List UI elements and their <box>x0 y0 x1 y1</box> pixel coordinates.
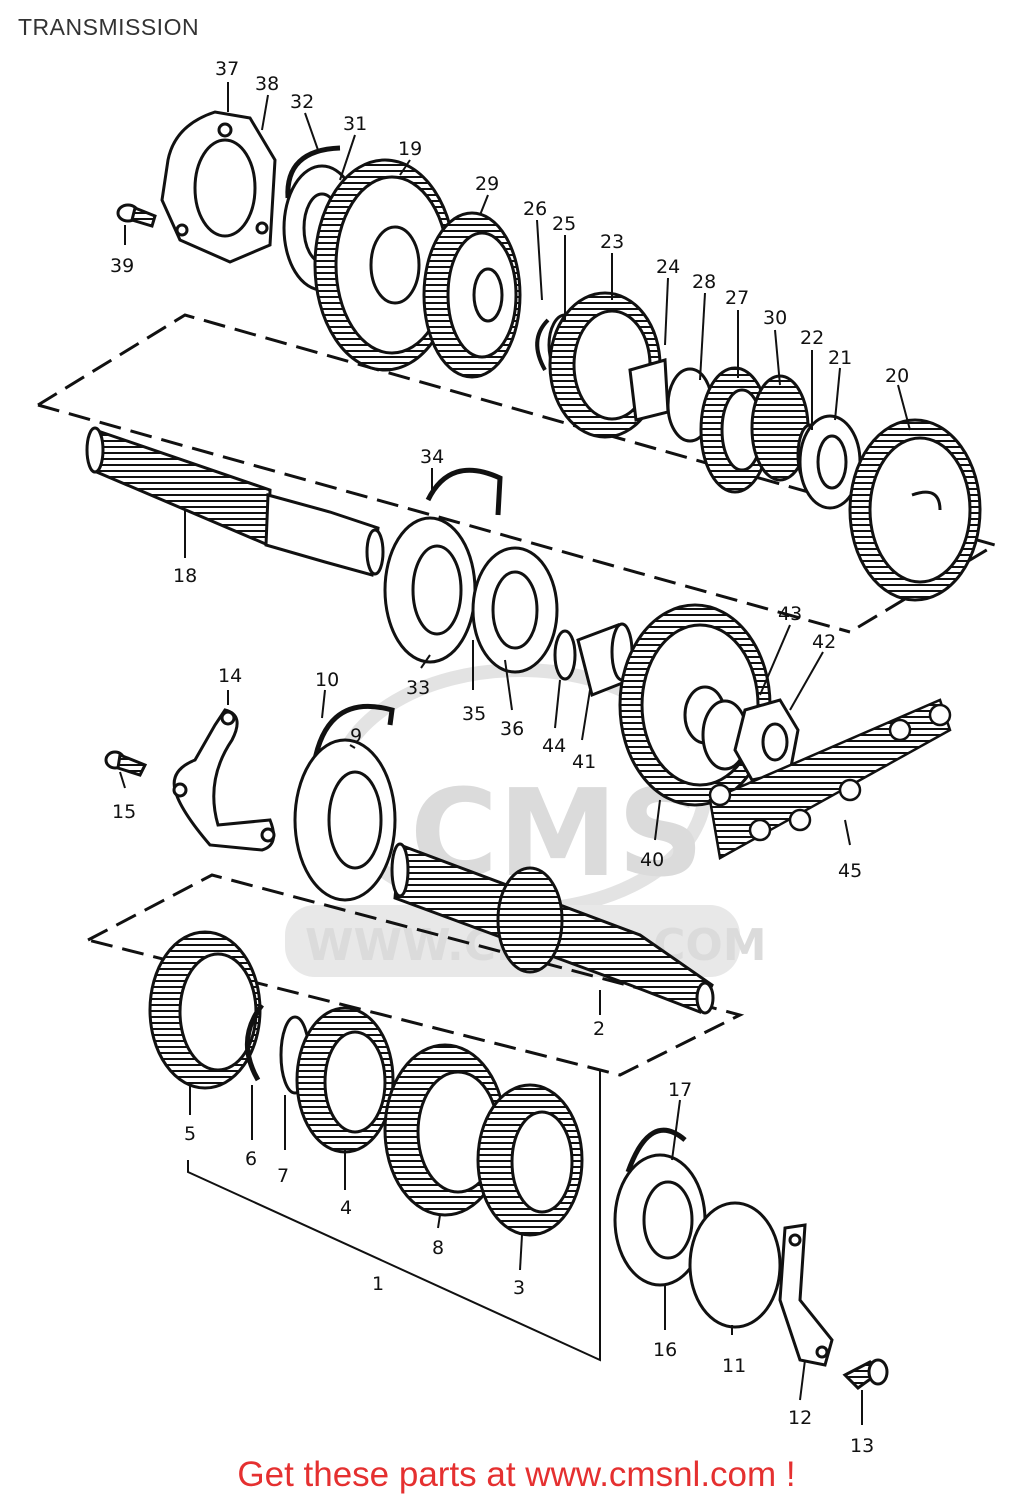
part-label-20: 20 <box>885 365 909 387</box>
part-label-43: 43 <box>778 603 802 625</box>
part-label-3: 3 <box>513 1277 525 1299</box>
part-label-28: 28 <box>692 271 716 293</box>
part-label-4: 4 <box>340 1197 352 1219</box>
part-label-1: 1 <box>372 1273 384 1295</box>
part-label-38: 38 <box>255 73 279 95</box>
part-label-7: 7 <box>277 1165 289 1187</box>
part-label-11: 11 <box>722 1355 746 1377</box>
part-label-13: 13 <box>850 1435 874 1457</box>
circlip-32 <box>285 145 341 199</box>
part-label-25: 25 <box>552 213 576 235</box>
driveshaft-gear <box>496 866 564 974</box>
part-label-33: 33 <box>406 677 430 699</box>
countershaft-18 <box>90 427 272 548</box>
part-label-14: 14 <box>218 665 242 687</box>
part-label-44: 44 <box>542 735 566 757</box>
part-label-15: 15 <box>112 801 136 823</box>
retainer-12 <box>778 1223 834 1367</box>
driveshaft-group <box>104 703 889 1390</box>
retainer-14 <box>172 708 276 852</box>
part-label-27: 27 <box>725 287 749 309</box>
part-label-23: 23 <box>600 231 624 253</box>
part-label-26: 26 <box>523 198 547 220</box>
part-label-34: 34 <box>420 446 444 468</box>
part-label-8: 8 <box>432 1237 444 1259</box>
part-label-45: 45 <box>838 860 862 882</box>
part-label-19: 19 <box>398 138 422 160</box>
part-label-16: 16 <box>653 1339 677 1361</box>
part-label-37: 37 <box>215 58 239 80</box>
part-label-2: 2 <box>593 1018 605 1040</box>
part-label-17: 17 <box>668 1079 692 1101</box>
part-label-12: 12 <box>788 1407 812 1429</box>
part-label-40: 40 <box>640 849 664 871</box>
screw-15 <box>104 750 148 777</box>
footer-link-text[interactable]: Get these parts at www.cmsnl.com ! <box>237 1455 796 1494</box>
part-label-9: 9 <box>350 725 362 747</box>
part-label-18: 18 <box>173 565 197 587</box>
o-ring-44 <box>553 629 577 681</box>
part-label-6: 6 <box>245 1148 257 1170</box>
leader-lines <box>119 82 911 1425</box>
circlip-34 <box>425 467 503 516</box>
bushing-24 <box>628 358 670 422</box>
screw-39 <box>116 203 157 228</box>
part-label-5: 5 <box>184 1123 196 1145</box>
page-title: TRANSMISSION <box>18 14 200 40</box>
countershaft-group <box>85 110 982 860</box>
part-label-39: 39 <box>110 255 134 277</box>
part-label-31: 31 <box>343 113 367 135</box>
part-label-35: 35 <box>462 703 486 725</box>
part-label-21: 21 <box>828 347 852 369</box>
part-label-42: 42 <box>812 631 836 653</box>
cover-11 <box>688 1201 782 1329</box>
part-label-10: 10 <box>315 669 339 691</box>
part-label-41: 41 <box>572 751 596 773</box>
part-label-32: 32 <box>290 91 314 113</box>
screw-13 <box>842 1358 889 1390</box>
gear-set-bracket <box>187 1070 601 1362</box>
part-label-30: 30 <box>763 307 787 329</box>
part-labels: 3738323119292625232428273022212039183433… <box>110 58 909 1457</box>
circlip-6 <box>245 1003 264 1082</box>
part-label-22: 22 <box>800 327 824 349</box>
part-label-36: 36 <box>500 718 524 740</box>
part-label-24: 24 <box>656 256 680 278</box>
chain-45 <box>708 698 952 860</box>
part-label-29: 29 <box>475 173 499 195</box>
circlip-26 <box>535 318 550 371</box>
circlip-17 <box>625 1127 687 1173</box>
